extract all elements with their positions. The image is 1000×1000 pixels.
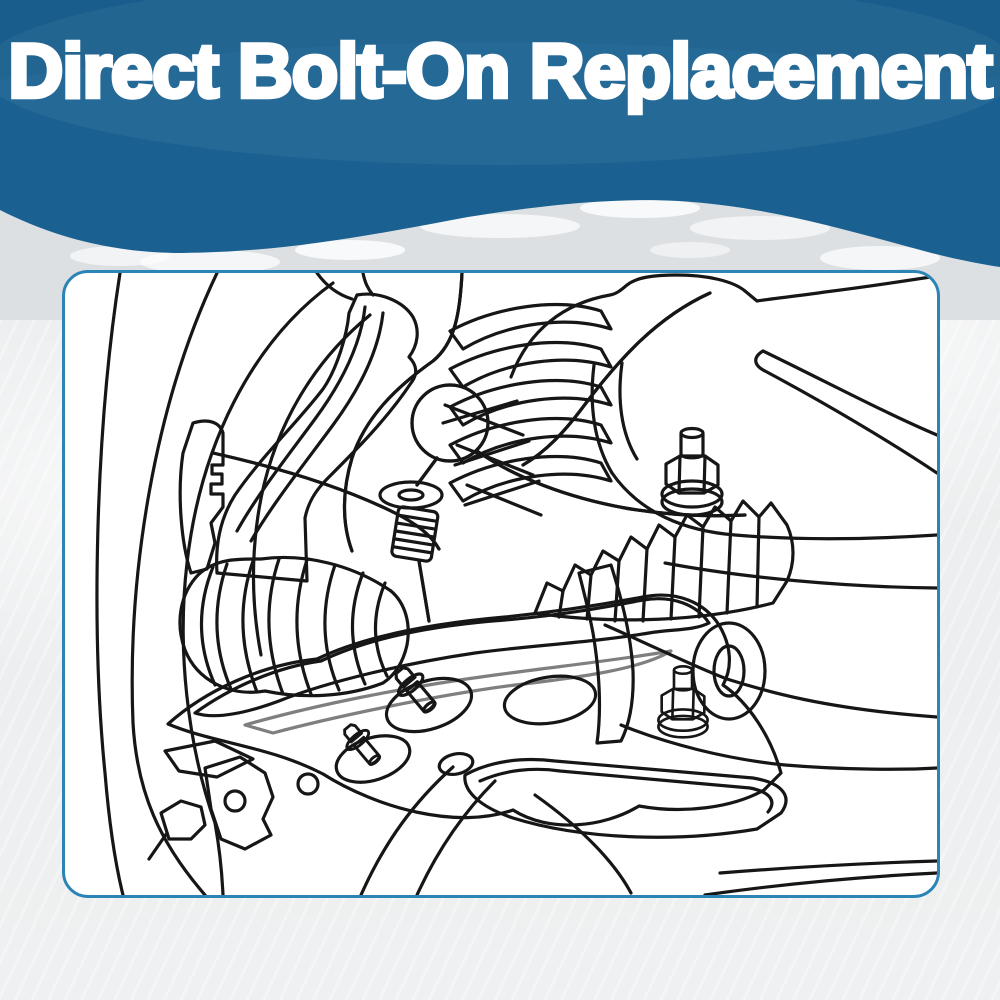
steering-rack-boot bbox=[533, 499, 795, 623]
hex-flange-bolt-upper bbox=[660, 426, 724, 517]
suspension-illustration bbox=[95, 273, 937, 895]
brake-hose bbox=[342, 273, 464, 553]
stabilizer-link bbox=[378, 456, 444, 623]
knuckle-lower-bracket bbox=[147, 739, 275, 861]
rear-link bbox=[577, 563, 635, 745]
coil-spring bbox=[441, 303, 613, 517]
tire-and-wheel bbox=[95, 273, 497, 895]
subframe bbox=[509, 273, 937, 771]
sway-bar bbox=[211, 291, 747, 551]
subframe-bottom-lines bbox=[533, 793, 937, 895]
header-shine bbox=[0, 0, 1000, 165]
cv-axle-boot bbox=[178, 555, 410, 698]
arm-bolt-2 bbox=[335, 717, 389, 773]
illustration-panel bbox=[62, 270, 940, 898]
mounting-strap-bracket bbox=[463, 757, 788, 839]
lower-control-arm bbox=[166, 593, 783, 827]
spring-crosshatch bbox=[441, 399, 543, 517]
page-title: Direct Bolt-On Replacement bbox=[6, 27, 995, 117]
blue-wave-shade bbox=[0, 0, 1000, 80]
steering-knuckle bbox=[215, 292, 419, 583]
blue-wave bbox=[0, 0, 1000, 267]
backing-plate-bracket bbox=[178, 419, 225, 575]
